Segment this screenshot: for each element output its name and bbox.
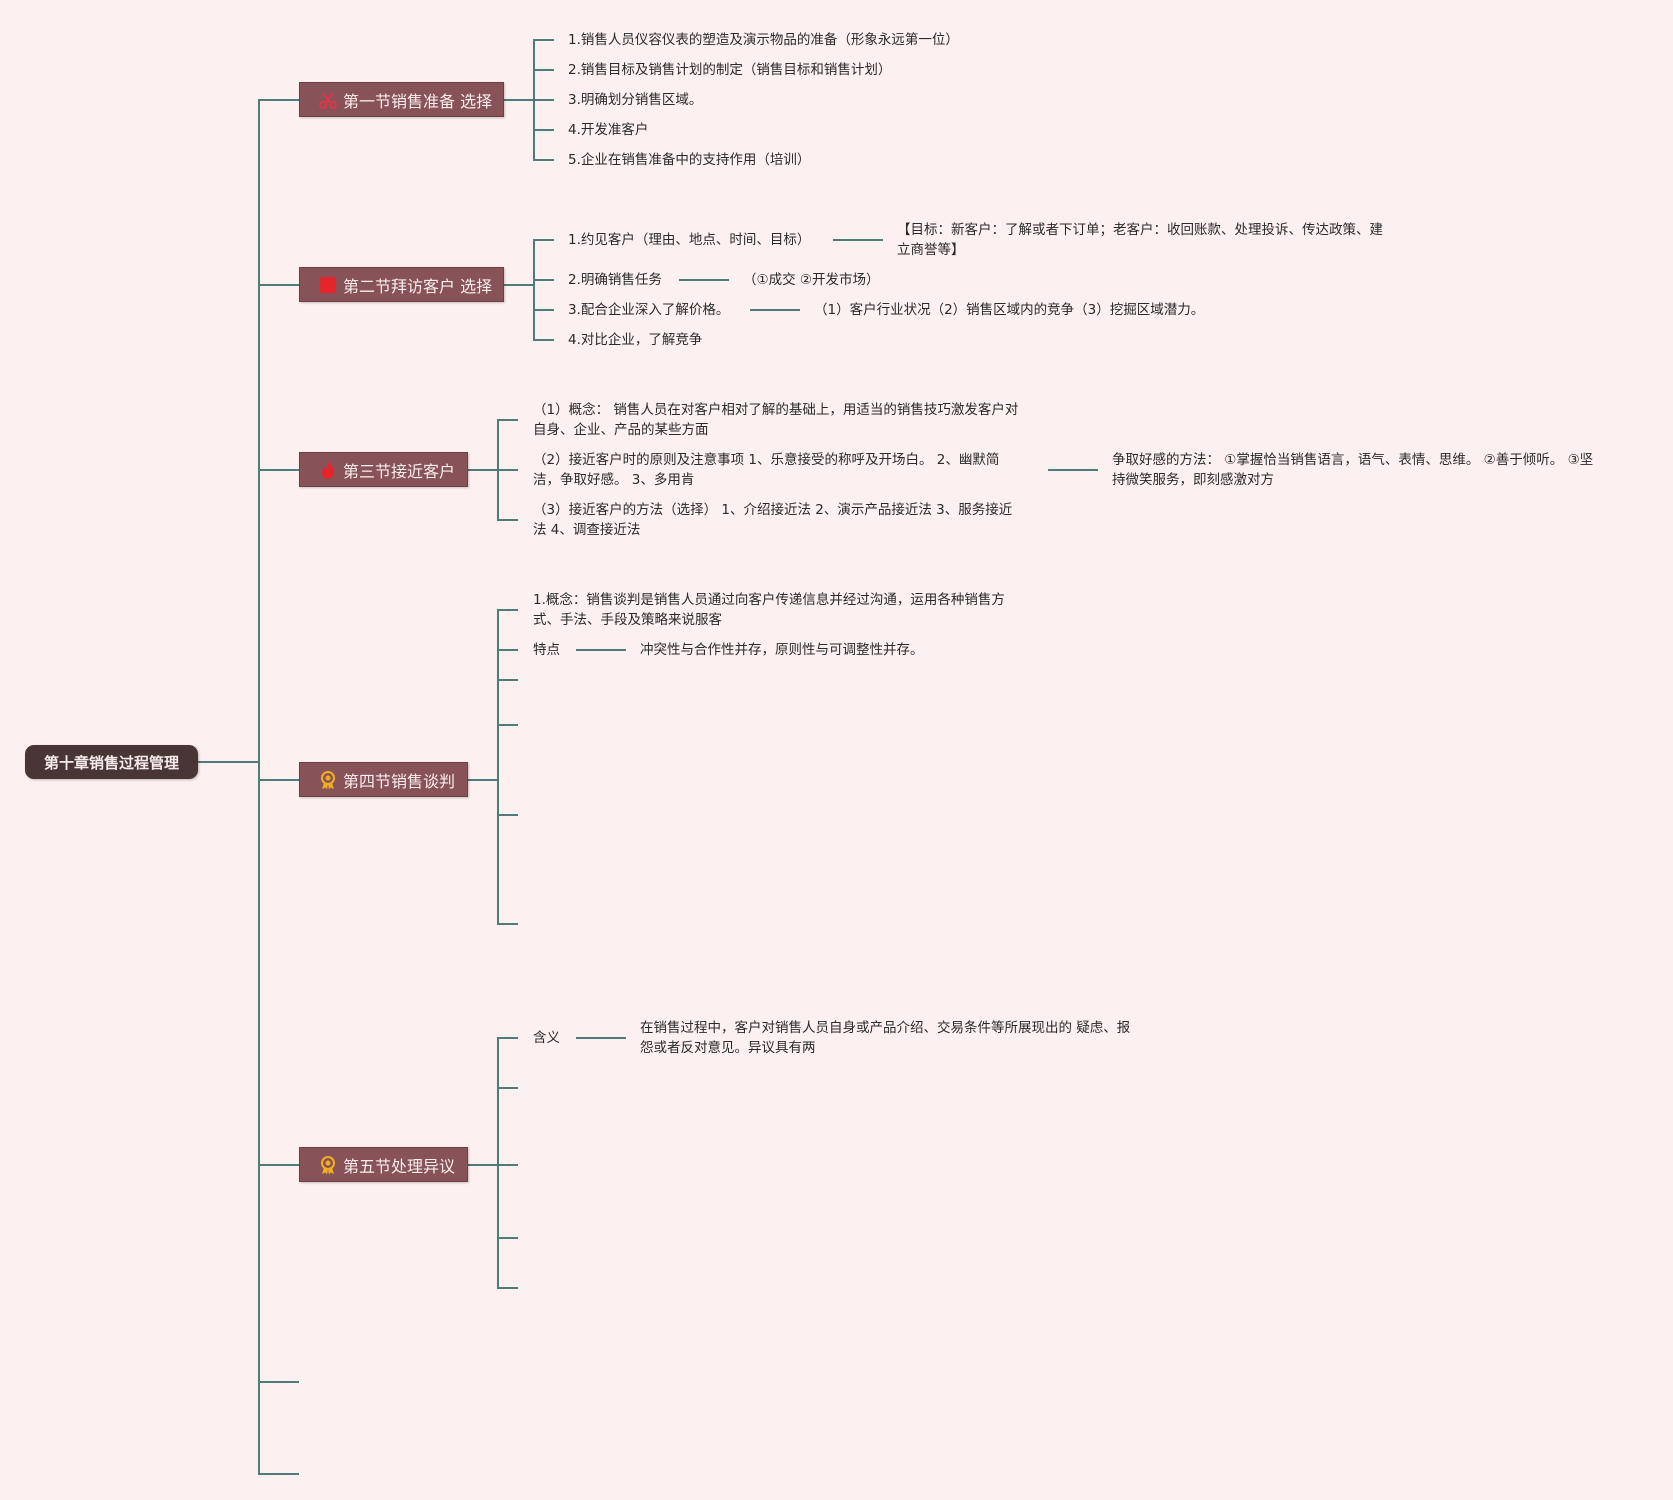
section-node-4[interactable]: 第四节销售谈判 [299,762,468,797]
section-node-5[interactable]: 第五节处理异议 [299,1147,468,1182]
list-item[interactable]: 1.约见客户（理由、地点、时间、目标） [568,232,811,248]
list-item[interactable]: 1.概念：销售谈判是销售人员通过向客户传递信息并经过沟通，运用各种销售方式、手法… [533,592,1005,628]
list-item[interactable]: 特点 [533,642,560,658]
root-node[interactable]: 第十章销售过程管理 [25,745,198,779]
list-item[interactable]: 3.明确划分销售区域。 [568,92,703,108]
list-item[interactable]: （3）接近客户的方法（选择） 1、介绍接近法 2、演示产品接近法 3、服务接近法… [533,502,1013,538]
root-label: 第十章销售过程管理 [43,753,179,772]
detail-text[interactable]: 【目标：新客户：了解或者下订单；老客户：收回账款、处理投诉、传达政策、建立商誉等… [897,222,1383,258]
section-node-2[interactable]: 第二节拜访客户 选择 [299,267,504,302]
section-label: 第四节销售谈判 [343,771,456,791]
award-icon [317,1154,339,1176]
section-label: 第一节销售准备 选择 [343,91,493,111]
fire-icon [317,459,339,481]
section-node-1[interactable]: 第一节销售准备 选择 [299,82,504,117]
section-label: 第二节拜访客户 选择 [343,276,493,296]
list-item[interactable]: 2.销售目标及销售计划的制定（销售目标和销售计划） [568,62,892,78]
scissors-icon [317,89,339,111]
section-label: 第三节接近客户 [343,461,456,481]
list-item[interactable]: 1.销售人员仪容仪表的塑造及演示物品的准备（形象永远第一位） [568,32,959,48]
detail-text[interactable]: 争取好感的方法： ①掌握恰当销售语言，语气、表情、思维。 ②善于倾听。 ③坚持微… [1112,452,1594,488]
section-label: 第五节处理异议 [343,1156,456,1176]
detail-text[interactable]: 冲突性与合作性并存，原则性与可调整性并存。 [640,642,924,658]
list-item[interactable]: （1）概念： 销售人员在对客户相对了解的基础上，用适当的销售技巧激发客户对自身、… [533,402,1019,438]
list-item[interactable]: 5.企业在销售准备中的支持作用（培训） [568,152,811,168]
red-square-icon [317,274,339,296]
detail-text[interactable]: （①成交 ②开发市场） [743,272,880,288]
detail-text[interactable]: （1）客户行业状况（2）销售区域内的竞争（3）挖掘区域潜力。 [814,302,1205,318]
list-item[interactable]: 3.配合企业深入了解价格。 [568,302,730,318]
list-item[interactable]: （2）接近客户时的原则及注意事项 1、乐意接受的称呼及开场白。 2、幽默简洁，争… [533,452,1000,488]
detail-text[interactable]: 在销售过程中，客户对销售人员自身或产品介绍、交易条件等所展现出的 疑虑、报怨或者… [640,1020,1131,1056]
section-node-3[interactable]: 第三节接近客户 [299,452,468,487]
list-item[interactable]: 含义 [533,1030,560,1046]
award-icon [317,769,339,791]
list-item[interactable]: 2.明确销售任务 [568,272,662,288]
list-item[interactable]: 4.对比企业，了解竞争 [568,332,703,348]
list-item[interactable]: 4.开发准客户 [568,122,649,138]
